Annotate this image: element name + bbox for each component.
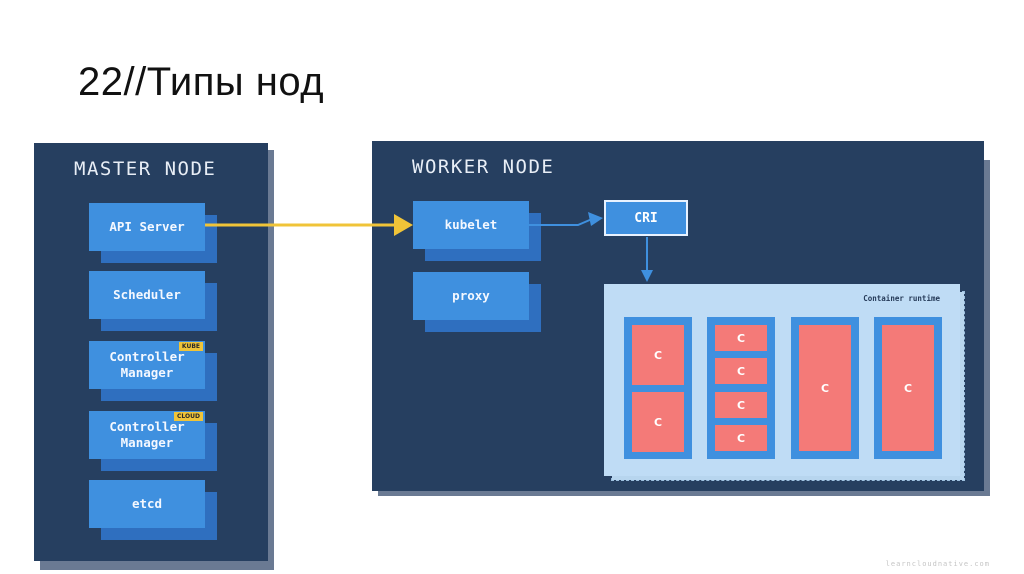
cloud-controller-manager-line1: Controller <box>109 419 185 434</box>
proxy-label: proxy <box>413 272 529 320</box>
scheduler-label: Scheduler <box>89 271 205 319</box>
container[interactable]: C <box>799 325 851 451</box>
scheduler-component[interactable]: Scheduler <box>89 271 217 331</box>
container[interactable]: C <box>715 325 767 351</box>
kubelet-to-cri-arrowhead <box>588 212 603 226</box>
container[interactable]: C <box>715 392 767 418</box>
cri-to-runtime-arrowhead <box>641 270 653 282</box>
kubelet-to-cri-arrow-line <box>529 218 593 226</box>
kube-controller-manager-component[interactable]: Controller Manager KUBE <box>89 341 217 401</box>
kube-tag: KUBE <box>178 342 203 351</box>
container[interactable]: C <box>632 325 684 385</box>
cloud-controller-manager-line2: Manager <box>120 435 174 450</box>
watermark: learncloudnative.com <box>885 560 990 568</box>
kube-controller-manager-line1: Controller <box>109 349 185 364</box>
cri-box[interactable]: CRI <box>604 200 688 236</box>
pod-4[interactable]: C <box>874 317 942 459</box>
container[interactable]: C <box>882 325 934 451</box>
cloud-controller-manager-component[interactable]: Controller Manager CLOUD <box>89 411 217 471</box>
container[interactable]: C <box>715 425 767 451</box>
worker-node-title: WORKER NODE <box>412 156 555 178</box>
cloud-tag: CLOUD <box>174 412 203 421</box>
master-node-title: MASTER NODE <box>74 158 217 180</box>
etcd-label: etcd <box>89 480 205 528</box>
container-runtime-label: Container runtime <box>863 294 940 303</box>
pod-2[interactable]: C C C C <box>707 317 775 459</box>
kubelet-component[interactable]: kubelet <box>413 201 541 261</box>
pod-3[interactable]: C <box>791 317 859 459</box>
container[interactable]: C <box>632 392 684 452</box>
kube-controller-manager-line2: Manager <box>120 365 174 380</box>
container-runtime: Container runtime C C C C C C C C <box>604 284 960 476</box>
container[interactable]: C <box>715 358 767 384</box>
slide-title: 22//Типы нод <box>78 60 325 104</box>
api-server-label: API Server <box>89 203 205 251</box>
pod-1[interactable]: C C <box>624 317 692 459</box>
etcd-component[interactable]: etcd <box>89 480 217 540</box>
api-server-component[interactable]: API Server <box>89 203 217 263</box>
api-server-to-kubelet-arrowhead <box>394 214 413 236</box>
master-node: MASTER NODE API Server Scheduler Control… <box>34 143 268 561</box>
kubelet-label: kubelet <box>413 201 529 249</box>
proxy-component[interactable]: proxy <box>413 272 541 332</box>
